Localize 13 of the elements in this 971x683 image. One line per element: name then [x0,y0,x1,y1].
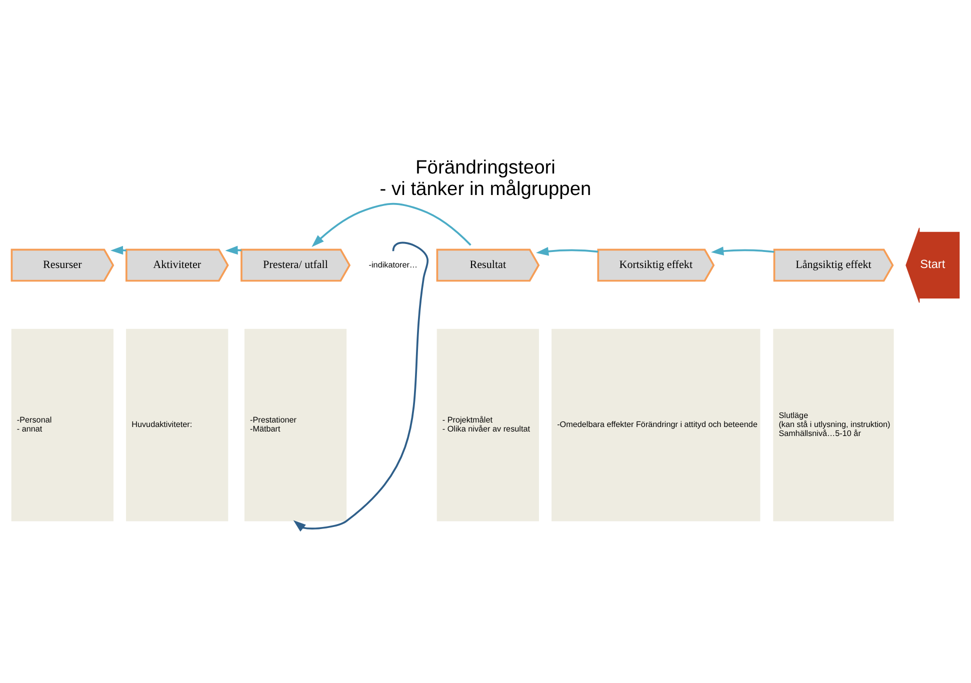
node-box: -Personal - annat [11,328,114,521]
node-box: Huvudaktiviteter: [126,328,228,521]
arrow [293,241,429,532]
caption: - vi tänker in målgruppen [380,178,592,200]
node-box: Slutläge (kan stå i utlysning, instruktion) Samhällsnivå…5-10 år [773,328,894,521]
node-box: -Prestationer -Mätbart [244,328,347,521]
node-text: -indikatorer… [368,260,418,269]
arrow [312,202,472,246]
diagram-title: Förändringsteori [416,156,556,178]
node-box: - Projektmålet - Olika nivåer av resultat [436,328,539,521]
arrow [536,246,598,256]
arrow [711,246,774,255]
node-box: -Omedelbara effekter Förändringr i attityd och beteende [552,328,760,521]
